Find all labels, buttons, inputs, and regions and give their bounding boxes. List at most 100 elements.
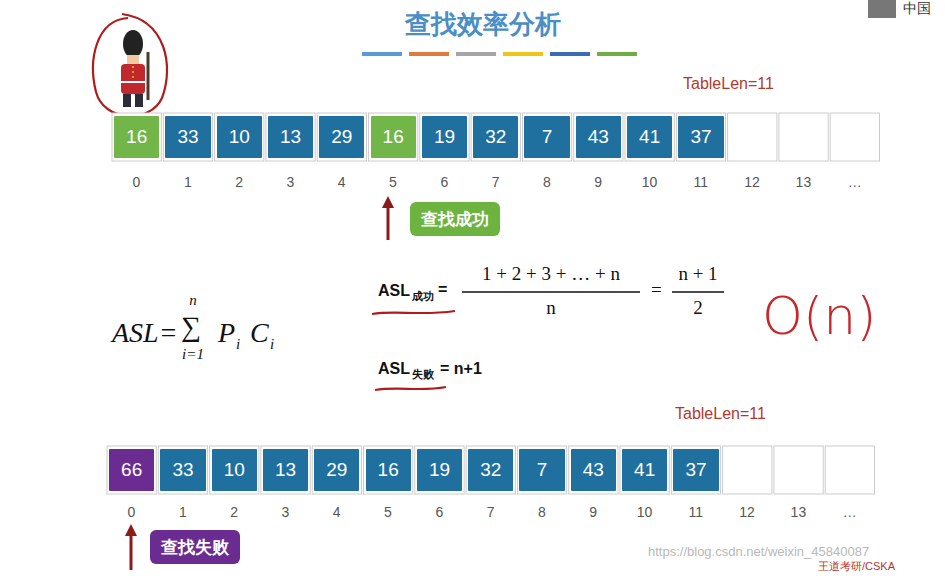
index-number: 10 xyxy=(642,175,658,190)
cell-value: 10 xyxy=(224,459,245,481)
array-cell: 10 xyxy=(217,116,262,158)
index-number: 13 xyxy=(791,505,807,520)
formula: 1 + 2 + 3 + … + n xyxy=(482,264,620,285)
array-slot xyxy=(158,446,207,494)
array-cell: 16 xyxy=(366,449,411,491)
array-slot xyxy=(574,113,623,161)
index-number: 2 xyxy=(230,505,238,520)
array-cell: 33 xyxy=(165,116,210,158)
index-number: 4 xyxy=(338,175,346,190)
cell-value: 41 xyxy=(634,459,655,481)
array-cell: 29 xyxy=(319,116,364,158)
array-slot xyxy=(517,446,566,494)
array-slot xyxy=(830,113,879,161)
watermark: 王道考研/CSKA xyxy=(818,560,895,572)
array-slot xyxy=(163,113,212,161)
color-bar xyxy=(362,52,637,56)
formula: n xyxy=(546,298,556,319)
cell-value: 37 xyxy=(690,126,711,148)
array-slot xyxy=(107,446,156,494)
array-slot xyxy=(676,113,725,161)
cell-value: 33 xyxy=(172,459,193,481)
array-slot xyxy=(723,446,772,494)
array-cell: 19 xyxy=(417,449,462,491)
array-cell: 13 xyxy=(263,449,308,491)
formula: P xyxy=(218,318,235,349)
cell-value: 16 xyxy=(383,126,404,148)
array-slots xyxy=(112,113,880,161)
array-slot xyxy=(312,446,361,494)
array-cell: 41 xyxy=(622,449,667,491)
array-slot xyxy=(420,113,469,161)
array-slot xyxy=(215,113,264,161)
guard-illustration xyxy=(121,30,148,107)
array-slot xyxy=(825,446,874,494)
formula: 2 xyxy=(693,298,703,319)
formula: ASL xyxy=(378,282,410,300)
array-cell: 13 xyxy=(268,116,313,158)
cell-value: 7 xyxy=(537,459,548,481)
formula: 失败 xyxy=(412,368,434,380)
index-number: 5 xyxy=(384,505,392,520)
formula: n xyxy=(189,292,197,309)
hand-circle xyxy=(93,14,167,116)
index-number: 13 xyxy=(796,175,812,190)
cell-value: 13 xyxy=(275,459,296,481)
array-slot xyxy=(415,446,464,494)
array-slot xyxy=(369,113,418,161)
slide-title: 查找效率分析 xyxy=(405,10,561,39)
formula: = xyxy=(651,280,662,301)
formula: ASL xyxy=(378,360,410,378)
array-slot xyxy=(466,446,515,494)
index-number: 4 xyxy=(333,505,341,520)
index-number: 9 xyxy=(589,505,597,520)
array-slot xyxy=(261,446,310,494)
cell-value: 7 xyxy=(542,126,553,148)
index-number: 3 xyxy=(287,175,295,190)
table-length: TableLen=11 xyxy=(675,405,766,423)
array-cell: 43 xyxy=(571,449,616,491)
array-cell: 7 xyxy=(519,449,564,491)
array-slot xyxy=(210,446,259,494)
cell-value: 37 xyxy=(685,459,706,481)
cell-value: 10 xyxy=(229,126,250,148)
watermark: https://blog.csdn.net/weixin_45840087 xyxy=(648,545,869,559)
index-number: 8 xyxy=(543,175,551,190)
array-cell: 37 xyxy=(678,116,723,158)
index-number: 6 xyxy=(440,175,448,190)
callout-text: 查找成功 xyxy=(421,208,489,231)
array-cell: 16 xyxy=(371,116,416,158)
array-slot xyxy=(266,113,315,161)
cell-value: 33 xyxy=(177,126,198,148)
array-slot xyxy=(728,113,777,161)
index-number: 11 xyxy=(694,175,709,190)
array-slot xyxy=(625,113,674,161)
cell-value: 41 xyxy=(639,126,660,148)
index-number: 1 xyxy=(179,505,187,520)
array-cell: 10 xyxy=(212,449,257,491)
status-callout: 查找失败 xyxy=(150,530,240,564)
array-slot xyxy=(620,446,669,494)
formula: ASL= xyxy=(112,318,178,349)
array-slot xyxy=(112,113,161,161)
index-number: 11 xyxy=(689,505,704,520)
formula: n + 1 xyxy=(678,264,717,285)
formula: ∑ xyxy=(181,312,201,343)
index-number: 10 xyxy=(637,505,653,520)
index-number: 12 xyxy=(739,505,755,520)
cell-value: 29 xyxy=(331,126,352,148)
array-slot xyxy=(471,113,520,161)
array-slot xyxy=(364,446,413,494)
handwritten-note: O(n) xyxy=(762,288,876,345)
hand-underline xyxy=(375,387,446,390)
index-number: 12 xyxy=(744,175,760,190)
status-callout: 查找成功 xyxy=(410,202,500,236)
index-number: 7 xyxy=(487,505,495,520)
array-slot xyxy=(779,113,828,161)
formula: 成功 xyxy=(412,290,434,302)
formula: i xyxy=(236,336,240,353)
index-number: 8 xyxy=(538,505,546,520)
index-number: … xyxy=(843,505,857,520)
index-number: 0 xyxy=(133,175,141,190)
